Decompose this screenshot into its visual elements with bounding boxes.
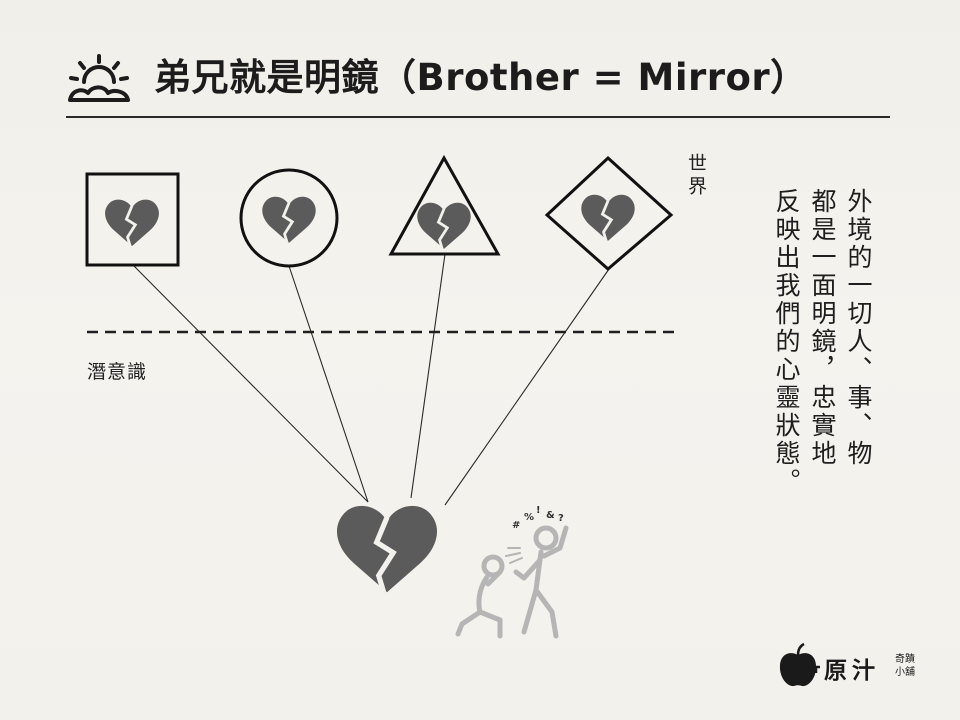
- brand-sub-bottom: 小舖: [895, 667, 915, 678]
- line-diamond: [444, 268, 610, 506]
- curse-symbols: # % ! & ?: [512, 505, 564, 531]
- line-square: [132, 264, 369, 503]
- connection-lines: [132, 253, 610, 506]
- brand-name: 原汁: [824, 657, 880, 684]
- broken-heart-icon: [104, 198, 160, 248]
- svg-text:&: &: [546, 510, 555, 521]
- body-text-line-1: 外境的一切人、事、物: [844, 188, 873, 468]
- svg-text:!: !: [536, 505, 541, 516]
- broken-heart-icon: [580, 193, 636, 242]
- line-triangle: [410, 253, 446, 499]
- body-text-line-2: 都是一面明鏡，忠實地: [808, 188, 837, 468]
- brand-sub-top: 奇蹟: [895, 654, 915, 665]
- brand-subtitle: 奇蹟 小舖: [895, 653, 917, 679]
- line-circle: [288, 265, 369, 503]
- title-divider: [66, 116, 890, 118]
- svg-text:#: #: [512, 520, 520, 531]
- body-text-line-3: 反映出我們的心靈狀態。: [772, 188, 801, 496]
- broken-heart-icon: [261, 195, 317, 244]
- svg-text:%: %: [524, 512, 534, 523]
- label-subconscious: 潛意識: [87, 361, 148, 383]
- header: 弟兄就是明鏡（Brother = Mirror）: [66, 44, 892, 118]
- kneeling-and-shouting-people-icon: [455, 525, 569, 639]
- central-broken-heart-icon: [337, 506, 437, 596]
- sun-over-cloud-icon: [68, 54, 130, 102]
- brand-logo: 原汁 奇蹟 小舖: [776, 643, 926, 689]
- svg-text:?: ?: [558, 513, 564, 524]
- page-title: 弟兄就是明鏡（Brother = Mirror）: [154, 56, 808, 99]
- label-world: 世界: [685, 153, 707, 199]
- circle-frame: [239, 168, 339, 268]
- broken-heart-icon: [416, 201, 472, 250]
- square-frame: [85, 172, 180, 267]
- diamond-frame: [544, 155, 674, 271]
- triangle-frame: [388, 154, 501, 256]
- apple-icon: [779, 643, 820, 687]
